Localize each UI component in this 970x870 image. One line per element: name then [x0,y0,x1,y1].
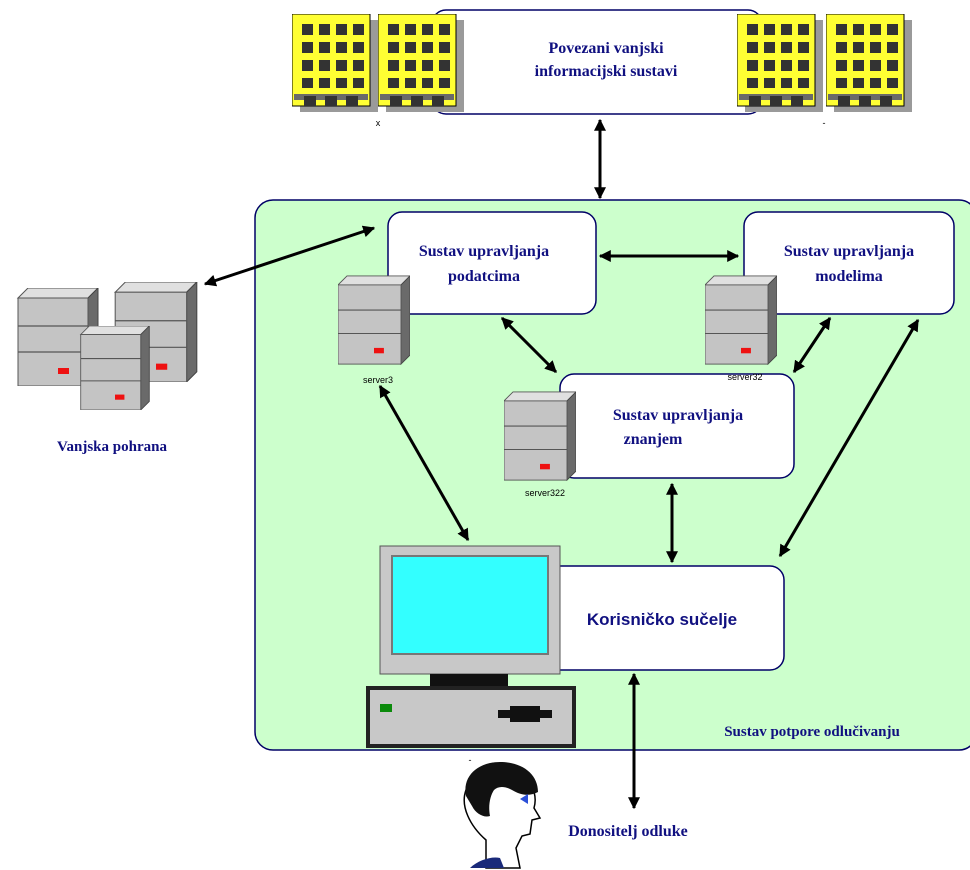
computer-icon [366,545,576,748]
server-knowledge-caption: server322 [525,488,565,498]
data-management-box [387,211,597,315]
building-icon [737,14,823,112]
external-systems-line2: informacijski sustavi [535,63,678,80]
building-icon [292,14,378,112]
server-model-caption: server32 [727,372,762,382]
external-systems-line1: Povezani vanjski [548,40,664,57]
user-interface-label: Korisničko sučelje [587,610,737,629]
model-management-box [743,211,955,315]
dss-label: Sustav potpore odlučivanju [724,724,900,740]
arrow-storage-data [203,225,376,287]
data-management-line1: Sustav upravljanja [419,243,549,260]
server-icon [504,391,576,481]
building-right-caption: - [823,118,826,128]
arrow-data-ui [378,384,470,542]
server-data-caption: server3 [363,375,393,385]
model-management-line1: Sustav upravljanja [784,243,914,260]
building-left-caption: x [376,118,381,128]
decision-maker-label: Donositelj odluke [568,823,688,840]
knowledge-management-line2: znanjem [624,431,683,448]
server-icon [80,326,150,410]
external-systems-box [431,9,763,115]
arrow-model-ui [778,318,920,558]
computer-caption: - [469,755,472,765]
model-management-line2: modelima [815,268,883,285]
data-management-line2: podatcima [448,268,520,285]
building-icon [826,14,912,112]
arrow-data-knowledge [500,316,558,374]
server-icon [705,275,777,365]
person-icon [463,762,542,869]
knowledge-management-line1: Sustav upravljanja [613,407,743,424]
external-storage-label: Vanjska pohrana [57,439,167,455]
knowledge-management-box [559,373,795,479]
building-icon [378,14,464,112]
server-icon [338,275,410,365]
